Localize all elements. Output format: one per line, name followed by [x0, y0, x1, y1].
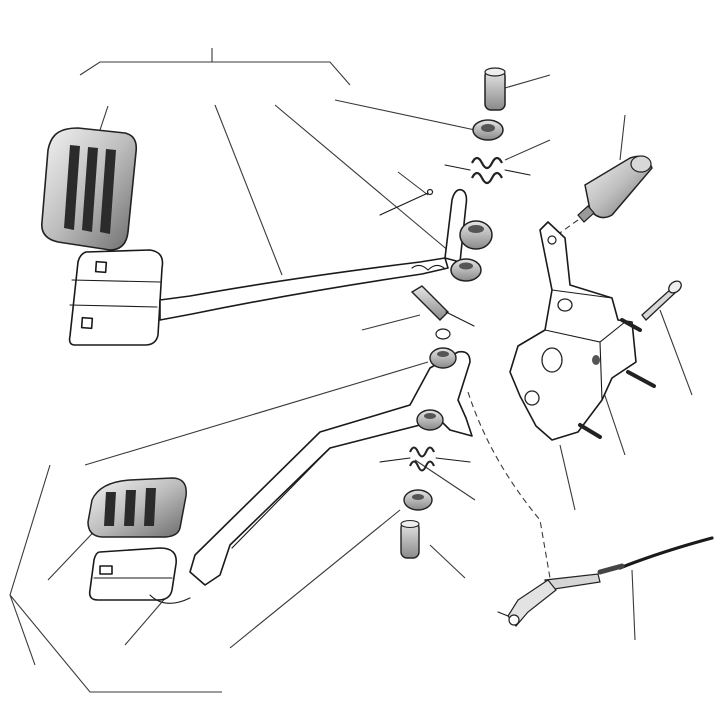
- leader-top-bracket: [79, 48, 351, 86]
- leader-cable: [631, 569, 636, 641]
- leader-clutch-bushing: [84, 361, 429, 466]
- leader-clutch-arm-foot: [124, 594, 169, 646]
- leader-top-bushing-1: [334, 99, 476, 131]
- clutch-pad-cover-icon: [87, 477, 187, 538]
- leader-top-spring: [504, 139, 551, 161]
- leader-cylinder: [619, 114, 626, 161]
- cotter-pin-icon: [379, 188, 434, 216]
- leader-top-pin: [504, 74, 551, 89]
- leader-cotter: [397, 171, 429, 196]
- lower-bushing-icon: [400, 489, 433, 559]
- leader-brake-pad: [99, 105, 109, 131]
- bushing-icon: [450, 67, 506, 282]
- cylinder-icon: [549, 155, 653, 241]
- leader-brake-pin: [274, 104, 451, 253]
- lower-spring-icon: [379, 446, 471, 472]
- leader-bolt: [659, 309, 693, 396]
- leader-clevis-pin: [361, 314, 421, 331]
- leader-brake-arm: [214, 104, 283, 276]
- leader-bottom-bracket: [9, 464, 222, 693]
- bolt-icon: [641, 280, 682, 321]
- clutch-pedal-arm-icon: [88, 347, 473, 604]
- bracket-icon: [509, 221, 656, 441]
- cable-icon: [497, 536, 714, 627]
- leader-bracket-bottom: [559, 444, 576, 511]
- leader-clutch-arm: [229, 509, 401, 649]
- pin-icon: [410, 285, 475, 340]
- leader-clutch-pin: [429, 544, 466, 579]
- brake-pad-cover-icon: [41, 127, 138, 251]
- leader-lines: [9, 48, 693, 693]
- brake-pedal-arm-icon: [68, 188, 468, 346]
- spring-icon: [444, 156, 531, 185]
